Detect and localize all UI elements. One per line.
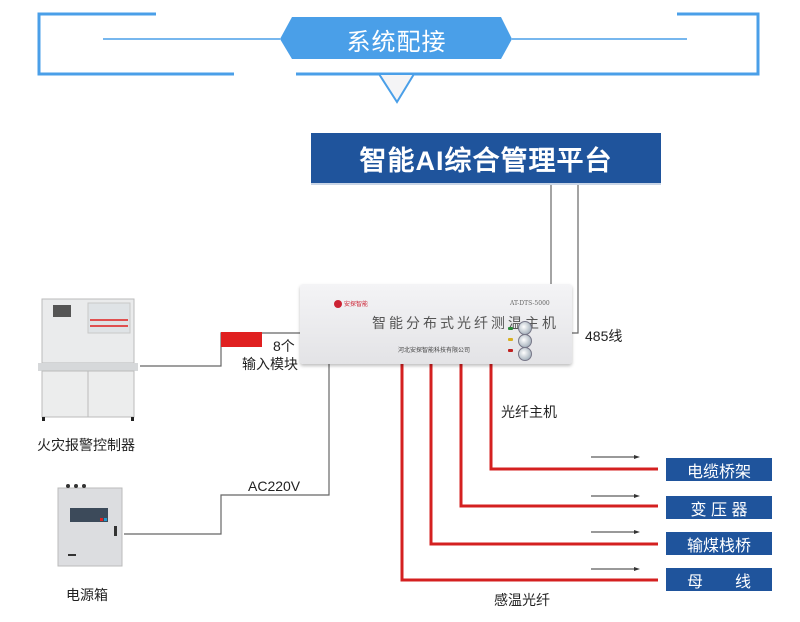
knob-icon (518, 321, 532, 335)
arrow-head-icon (634, 494, 640, 498)
header-art-left (37, 12, 234, 76)
power-wire (124, 364, 330, 535)
header-art-right (296, 12, 760, 76)
led-red-icon (508, 349, 513, 352)
ai-platform-box: 智能AI综合管理平台 (311, 133, 661, 185)
fire-alarm-controller-image (38, 298, 138, 421)
target-transformer: 变 压 器 (666, 496, 772, 519)
sensing-fiber-label: 感温光纤 (494, 592, 550, 608)
led-yellow-icon (508, 338, 513, 341)
section-title: 系统配接 (346, 28, 447, 56)
fiber-busbar (400, 362, 658, 582)
input-module-block (221, 332, 262, 347)
arrow-head-icon (634, 455, 640, 459)
knob-icon (518, 347, 532, 361)
target-cable-tray: 电缆桥架 (666, 458, 772, 481)
target-coal-conveyor: 输煤栈桥 (666, 532, 772, 555)
power-box-image (57, 484, 123, 567)
led-green-icon (508, 327, 513, 330)
host-company: 河北安探智能科技有限公司 (398, 348, 471, 354)
header-art-triangle-icon (377, 73, 416, 104)
fire-controller-label: 火灾报警控制器 (37, 437, 135, 453)
arrow-head-icon (634, 530, 640, 534)
host-logo-text: 安探智能 (344, 302, 369, 308)
knob-icon (518, 334, 532, 348)
fiber-cable-tray (489, 362, 658, 471)
fiber-host-label: 光纤主机 (501, 404, 557, 420)
host-logo: 安探智能 (334, 299, 368, 308)
target-busbar: 母 线 (666, 568, 772, 591)
header-art-plate (280, 17, 512, 59)
fiber-transformer (459, 362, 658, 508)
power-box-label: 电源箱 (66, 587, 108, 603)
input-module-count-label: 8个 (273, 338, 295, 354)
ac-voltage-label: AC220V (248, 478, 301, 494)
fiber-coal-conveyor (429, 362, 658, 546)
rs485-label: 485线 (585, 328, 623, 344)
host-model: AT-DTS-5000 (510, 300, 550, 307)
input-module-label: 输入模块 (242, 356, 298, 372)
header-art (0, 0, 800, 110)
logo-icon (334, 299, 342, 308)
arrow-head-icon (634, 567, 640, 571)
